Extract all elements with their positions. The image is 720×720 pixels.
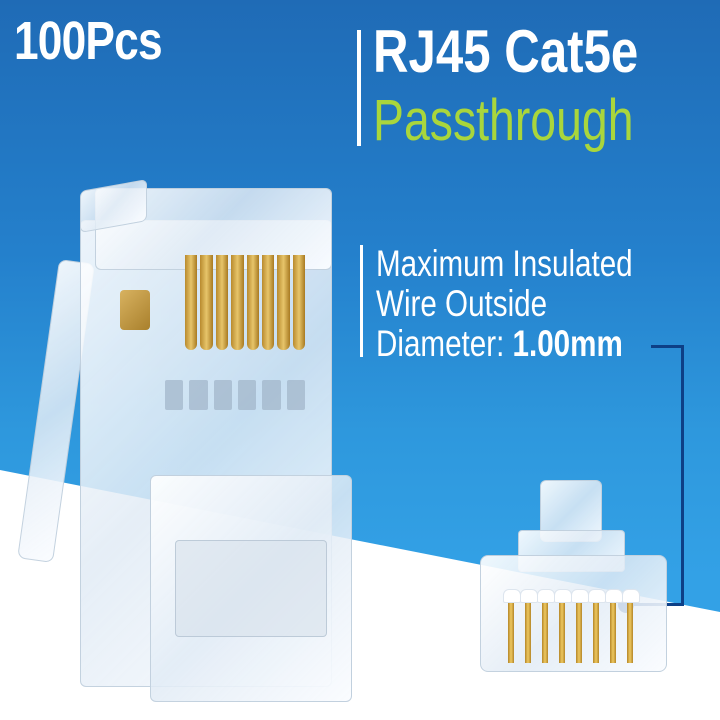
passthrough-pin [605,589,623,663]
title-divider [357,30,361,146]
passthrough-pin [503,589,521,663]
spec-line-1: Maximum Insulated [376,243,633,284]
cable-entry [175,540,327,637]
gold-pin [246,255,259,350]
gold-pin [200,255,213,350]
wire-guide [262,380,281,410]
gold-pin [277,255,290,350]
passthrough-pin [554,589,572,663]
spec-diameter-label: Diameter: [376,323,513,364]
gold-pin [185,255,198,350]
spec-line-3: Diameter: 1.00mm [376,324,633,364]
wire-guides [165,380,305,410]
side-contact [120,290,150,330]
wire-guide [189,380,208,410]
wire-guide [286,380,305,410]
product-title: RJ45 Cat5e [373,18,639,85]
spec-text: Maximum Insulated Wire Outside Diameter:… [376,244,633,364]
spec-line-2: Wire Outside [376,283,548,324]
callout-line-top [651,345,684,348]
product-subtitle: Passthrough [373,88,634,153]
passthrough-pin [622,589,640,663]
small-rj45-connector-image [478,470,678,672]
passthrough-pin [588,589,606,663]
gold-pin [215,255,229,350]
passthrough-pin [537,589,555,663]
wire-guide [165,380,184,410]
callout-line-vertical [681,345,684,606]
passthrough-pins [503,589,640,663]
gold-pin [292,255,305,350]
gold-pin [231,255,244,350]
wire-guide [237,380,257,410]
gold-contacts [185,255,305,350]
spec-divider [360,245,363,357]
passthrough-pin [520,589,538,663]
spec-diameter-value: 1.00mm [512,323,623,364]
wire-guide [213,380,232,410]
quantity-label: 100Pcs [14,11,163,71]
gold-pin [261,255,275,350]
passthrough-pin [571,589,589,663]
large-rj45-connector-image [17,179,352,702]
